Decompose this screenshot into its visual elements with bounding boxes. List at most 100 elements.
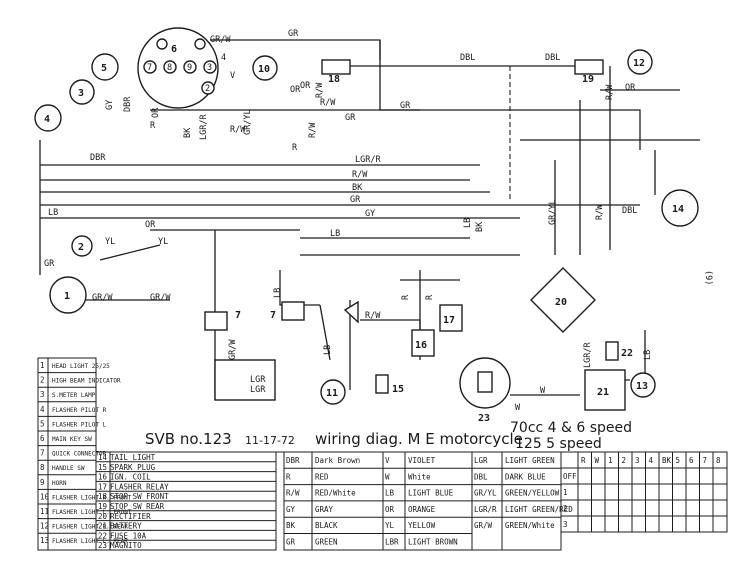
wire-label: GR [400, 101, 411, 111]
svg-text:22: 22 [621, 348, 633, 359]
component-label-6: 6 [171, 44, 177, 55]
pin-label: 8 [167, 63, 172, 73]
svg-text:5: 5 [101, 63, 107, 74]
color-name: White [408, 472, 431, 481]
legend-text: HIGH BEAM INDICATOR [52, 378, 121, 385]
legend-number: 2 [40, 376, 45, 385]
legend-text: FLASHER LIGHT L. REAR [52, 538, 128, 545]
diagram-title-block: SVB no.123 11-17-72 wiring diag. M E mot… [145, 270, 713, 452]
component-14: 14 [661, 189, 699, 227]
wire-label: OR [145, 220, 156, 230]
legend-text: HORN [52, 480, 67, 487]
wire-label: GR/W [210, 35, 231, 45]
color-code: GY [286, 505, 296, 514]
svg-text:10: 10 [258, 64, 270, 75]
switch-header: W [595, 456, 600, 465]
horn-symbol [343, 300, 359, 324]
legend-number: 13 [40, 536, 49, 545]
legend-number: 10 [40, 492, 50, 501]
wire-to-11 [319, 304, 331, 361]
legend-number: 21 [98, 522, 107, 531]
wire-gr-branch [379, 40, 420, 111]
legend-number: 12 [40, 522, 49, 531]
color-name: LIGHT GREEN/RED [505, 505, 573, 514]
wire-label: DBL [622, 206, 637, 216]
wire-label: BK [475, 221, 485, 232]
svg-text:12: 12 [633, 58, 645, 69]
color-name: GREEN/White [505, 521, 555, 530]
component-12: 12 [627, 49, 653, 75]
color-name: LIGHT GREEN [505, 456, 555, 465]
color-name: GREEN/YELLOW [505, 489, 560, 498]
color-code: YL [385, 521, 395, 530]
color-name: ORANGE [408, 505, 436, 514]
svg-text:14: 14 [672, 204, 684, 215]
wire-label: R [292, 143, 298, 153]
legend-text: FLASHER RELAY [110, 482, 169, 491]
color-code: LB [385, 489, 395, 498]
legend-number: 22 [98, 531, 107, 540]
legend-text: FLASHER LIGHT R. REAR [52, 524, 128, 531]
legend-text: HEAD LIGHT 25/25 [52, 363, 110, 370]
wire-label: R/W [320, 98, 336, 108]
svg-text:17: 17 [443, 315, 455, 326]
svg-text:21: 21 [597, 387, 609, 398]
wire-gr-long [150, 109, 641, 150]
color-code: LGR [474, 456, 488, 465]
connector-7-left: 7 [204, 310, 241, 331]
color-name: LIGHT BROWN [408, 538, 458, 547]
legend-number: 4 [40, 405, 45, 414]
wire-label: YL [158, 237, 168, 247]
wire-label: LGR [250, 385, 266, 395]
wire-label: GR [350, 195, 361, 205]
pin-label: 2 [205, 84, 210, 94]
wire-label: DBR [90, 153, 106, 163]
legend-number: 19 [98, 502, 107, 511]
legend-number: 16 [98, 473, 108, 482]
legend-text: FLASHER LIGHT L. FRONT [52, 509, 132, 516]
switch-row-label: OFF [563, 472, 577, 481]
model-number: SVB no.123 [145, 430, 232, 448]
component-3: 3 [69, 79, 95, 105]
color-code: DBR [286, 456, 300, 465]
wire-label: DBR [123, 96, 133, 112]
switch-header: 5 [676, 456, 681, 465]
wire-label: GR [345, 113, 356, 123]
svg-text:15: 15 [392, 384, 404, 395]
wire-label: GR [288, 29, 299, 39]
component-5: 5 [91, 53, 119, 81]
component-19: 19 [574, 59, 604, 85]
spec-line-2: 125 5 speed [515, 436, 602, 452]
wire-label: LB [48, 208, 58, 218]
switch-row-label: 1 [563, 488, 568, 497]
color-code: GR/YL [474, 489, 497, 498]
pin-label: 7 [147, 63, 152, 73]
wire-rw-horn [360, 319, 421, 330]
wire-label: GR/W [150, 293, 171, 303]
wire-label: OR [151, 107, 161, 118]
switch-header: R [581, 456, 586, 465]
color-code: GR/W [474, 521, 493, 530]
svg-text:4: 4 [44, 114, 50, 125]
legend-text: FLASHER PILOT R [52, 407, 107, 414]
legend-text: STOP SW FRONT [110, 492, 169, 501]
wire-label: DBL [545, 53, 560, 63]
svg-text:7: 7 [270, 310, 276, 321]
svg-text:1: 1 [64, 291, 70, 302]
switch-header: 2 [622, 456, 627, 465]
color-name: YELLOW [408, 521, 436, 530]
component-11: 11 [320, 379, 346, 405]
legend-text: SPARK PLUG [110, 463, 156, 472]
color-code: V [385, 456, 390, 465]
color-name: GRAY [315, 505, 334, 514]
pin-label: 4 [221, 53, 226, 63]
wire-label: GY [105, 100, 115, 110]
switch-header: 1 [608, 456, 613, 465]
wire-labels: GR/W GR DBL DBL OR R/W LGR/R R/W BK GR G… [44, 29, 653, 413]
color-name: VIOLET [408, 456, 436, 465]
wire-label: LGR/R [199, 114, 209, 140]
color-code: OR [385, 505, 395, 514]
component-4: 4 [34, 104, 62, 132]
